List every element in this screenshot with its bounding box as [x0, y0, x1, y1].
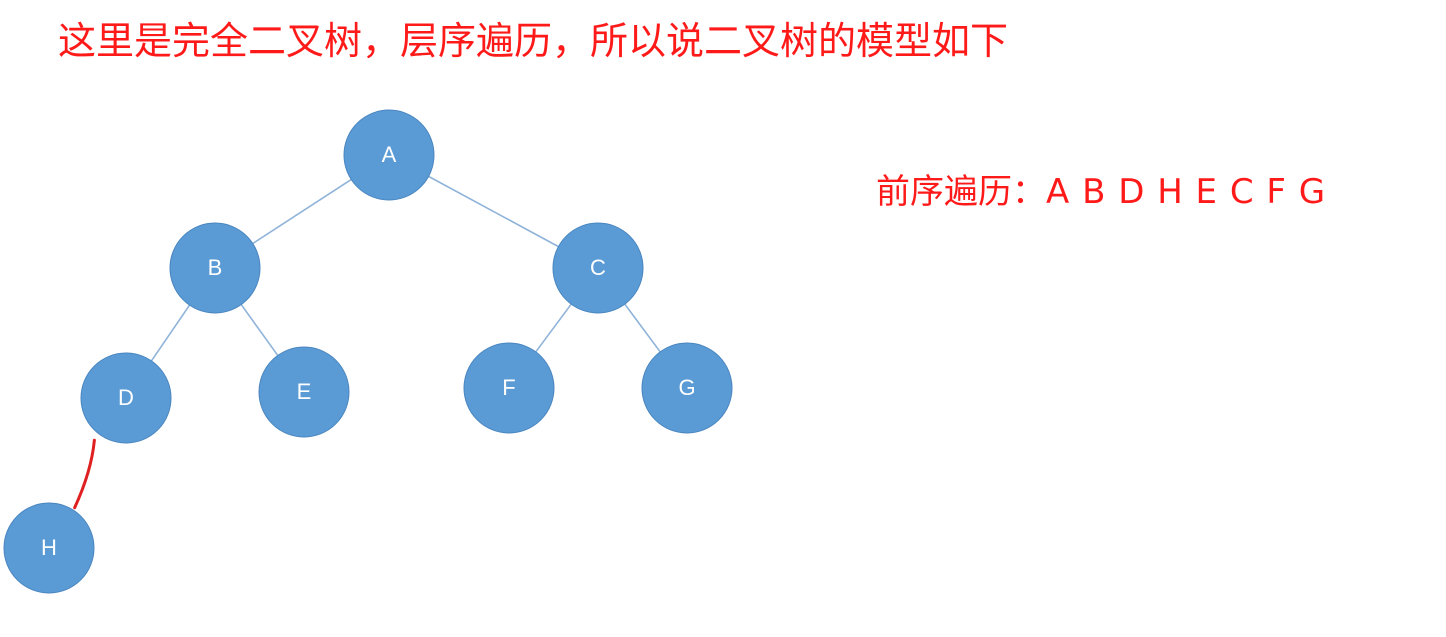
node-E-circle: [258, 346, 350, 438]
node-F-label: F: [502, 375, 515, 400]
edge-A-C: [424, 173, 563, 250]
node-F: F: [463, 342, 555, 434]
tree-edges: [73, 173, 664, 510]
node-H: H: [3, 502, 95, 594]
node-C: C: [552, 222, 644, 314]
node-E-label: E: [297, 379, 312, 404]
preorder-sequence: A B D H E C F G: [1046, 172, 1327, 212]
node-H-label: H: [41, 535, 57, 560]
node-A: A: [343, 109, 435, 201]
edge-C-F: [532, 300, 575, 356]
node-F-circle: [463, 342, 555, 434]
edge-A-B: [248, 176, 356, 247]
preorder-label: 前序遍历：: [876, 172, 1046, 212]
edge-B-D: [148, 301, 193, 365]
node-A-label: A: [382, 142, 397, 167]
edge-B-E: [238, 300, 281, 360]
node-C-circle: [552, 222, 644, 314]
edge-C-G: [621, 300, 664, 356]
node-G-circle: [641, 342, 733, 434]
node-H-circle: [3, 502, 95, 594]
node-B-label: B: [208, 255, 223, 280]
tree-nodes: A B C D E F G H: [3, 109, 733, 594]
node-D-label: D: [118, 385, 134, 410]
node-A-circle: [343, 109, 435, 201]
node-C-label: C: [590, 255, 606, 280]
node-G: G: [641, 342, 733, 434]
node-E: E: [258, 346, 350, 438]
node-G-label: G: [678, 375, 695, 400]
edge-D-H: [73, 438, 96, 510]
node-D-circle: [80, 352, 172, 444]
preorder-traversal: 前序遍历：A B D H E C F G: [876, 170, 1326, 214]
page-title: 这里是完全二叉树，层序遍历，所以说二叉树的模型如下: [58, 19, 1009, 63]
node-D: D: [80, 352, 172, 444]
node-B: B: [169, 222, 261, 314]
node-B-circle: [169, 222, 261, 314]
